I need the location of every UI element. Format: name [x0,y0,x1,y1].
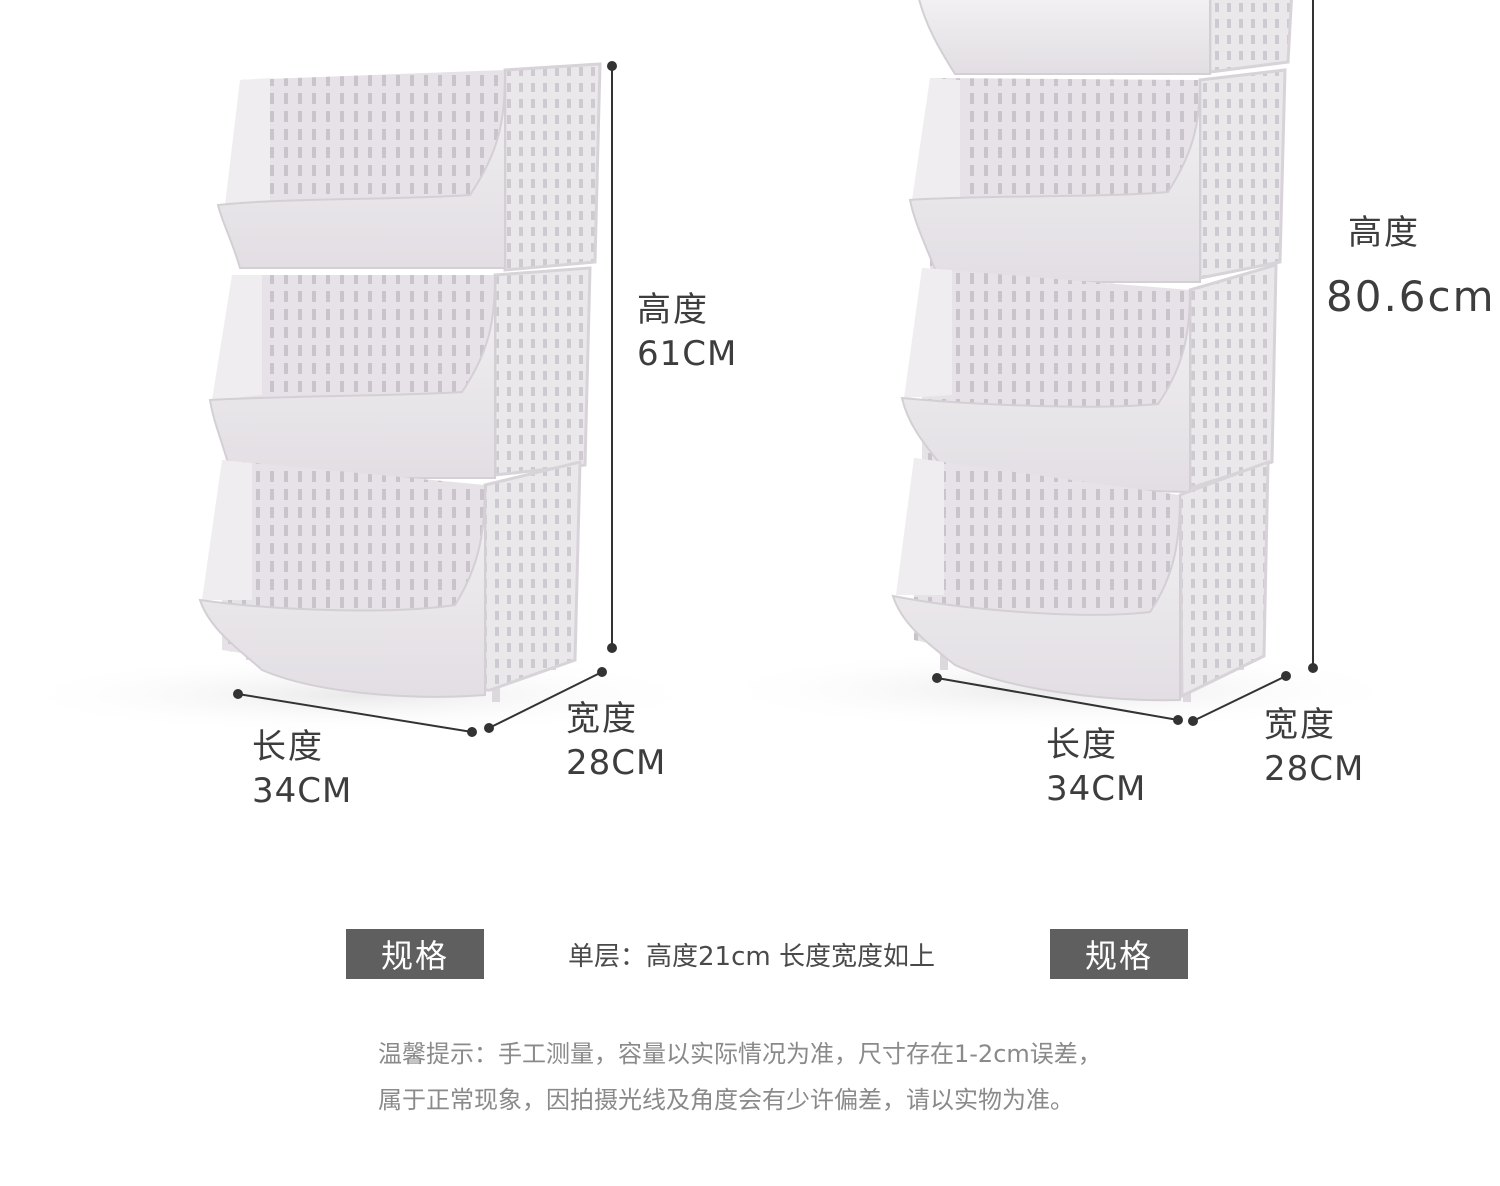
right-length-label: 长度 34CM [1046,728,1146,806]
right-height-value-wrap: 80.6cm [1326,276,1496,318]
right-width-label: 宽度 28CM [1264,708,1364,786]
warm-notice: 温馨提示：手工测量，容量以实际情况为准，尺寸存在1-2cm误差， 属于正常现象，… [378,1031,1198,1123]
right-length-title: 长度 [1046,725,1118,765]
left-height-value: 61CM [637,334,738,374]
left-width-value: 28CM [566,743,667,783]
right-height-label: 高度 [1348,216,1420,250]
right-basket-tier-4 [891,458,1270,702]
right-basket-tier-2 [908,68,1287,283]
right-basket-tier-3 [900,262,1278,494]
left-length-label: 长度 34CM [252,730,352,808]
spec-badge-left: 规格 [346,929,484,979]
left-dimension-lines [233,61,617,737]
right-height-value: 80.6cm [1326,272,1496,321]
right-length-value: 34CM [1046,769,1147,809]
floor-shadow-left [0,655,720,735]
spec-note: 单层：高度21cm 长度宽度如上 [568,942,935,972]
left-basket-tier-3 [198,460,582,698]
right-width-value: 28CM [1264,749,1365,789]
notice-line-2: 属于正常现象，因拍摄光线及角度会有少许偏差，请以实物为准。 [378,1086,1074,1114]
spec-badge-right: 规格 [1050,929,1188,979]
left-rack [198,62,602,702]
left-basket-tier-2 [208,266,592,479]
left-width-title: 宽度 [566,699,638,739]
left-width-label: 宽度 28CM [566,702,666,780]
left-basket-tier-1 [216,62,602,272]
product-illustration [0,0,1420,737]
left-length-value: 34CM [252,771,353,811]
right-dimension-lines [932,0,1318,726]
left-height-label: 高度 61CM [637,293,737,371]
notice-line-1: 温馨提示：手工测量，容量以实际情况为准，尺寸存在1-2cm误差， [378,1040,1102,1068]
left-length-title: 长度 [252,727,324,767]
right-width-title: 宽度 [1264,705,1336,745]
right-height-title: 高度 [1348,213,1420,253]
left-height-title: 高度 [637,290,709,330]
right-rack [891,0,1293,702]
right-basket-tier-1 [918,0,1293,75]
